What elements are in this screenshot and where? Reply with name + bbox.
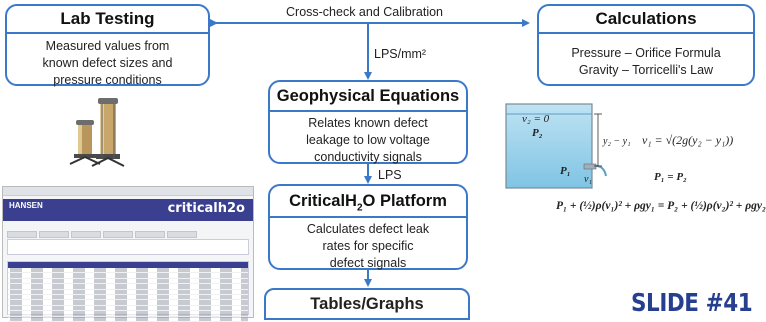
screenshot-table <box>7 261 249 322</box>
bernoulli-equation: P₁ + (½)ρ(v₁)² + ρgy₁ = P₂ + (½)ρ(v₂)² +… <box>556 200 766 212</box>
screenshot-logo: criticalh2o <box>167 201 245 216</box>
calculations-title: Calculations <box>539 6 753 34</box>
calculations-box: Calculations Pressure – Orifice Formula … <box>537 4 755 86</box>
platform-screenshot: HANSEN criticalh2o <box>2 186 254 322</box>
height-label: y₂ − y₁ <box>602 136 631 147</box>
geophysical-equations-box: Geophysical Equations Relates known defe… <box>268 80 468 164</box>
platform-title: CriticalH2O Platform <box>270 186 466 218</box>
lab-testing-title: Lab Testing <box>7 6 208 34</box>
platform-body: Calculates defect leak rates for specifi… <box>306 222 430 270</box>
screenshot-tabs <box>7 225 249 238</box>
screenshot-banner <box>3 199 253 221</box>
platform-box: CriticalH2O Platform Calculates defect l… <box>268 184 468 270</box>
v2-label: v₂ = 0 <box>522 113 550 125</box>
p1-label: P₁ <box>560 165 571 177</box>
lps-label: LPS <box>378 168 402 182</box>
torricelli-tank-diagram: v₂ = 0 P₂ P₁ v₁ y₂ − y₁ v₁ = √(2g(y₂ − y… <box>505 103 733 189</box>
screenshot-brand: HANSEN <box>9 201 43 210</box>
geophysical-equations-body: Relates known defect leakage to low volt… <box>306 116 430 164</box>
lab-testing-box: Lab Testing Measured values from known d… <box>5 4 210 87</box>
v1-label: v₁ <box>584 174 592 185</box>
slide-number: SLIDE #41 <box>631 288 753 317</box>
tables-graphs-box: Tables/Graphs <box>264 288 470 320</box>
lab-apparatus-image <box>69 98 125 167</box>
browser-chrome <box>3 187 253 196</box>
pressure-equation: P₁ = P₂ <box>654 171 687 183</box>
calculations-body: Pressure – Orifice Formula Gravity – Tor… <box>571 46 721 77</box>
screenshot-summary-row <box>7 239 249 255</box>
p2-label: P₂ <box>532 127 543 139</box>
geophysical-equations-title: Geophysical Equations <box>270 82 466 112</box>
lab-testing-body: Measured values from known defect sizes … <box>42 39 173 87</box>
tables-graphs-title: Tables/Graphs <box>310 295 424 313</box>
lps-mm2-label: LPS/mm² <box>374 47 427 61</box>
torricelli-equation: v₁ = √(2g(y₂ − y₁)) <box>642 133 733 147</box>
cross-check-label: Cross-check and Calibration <box>286 5 444 19</box>
